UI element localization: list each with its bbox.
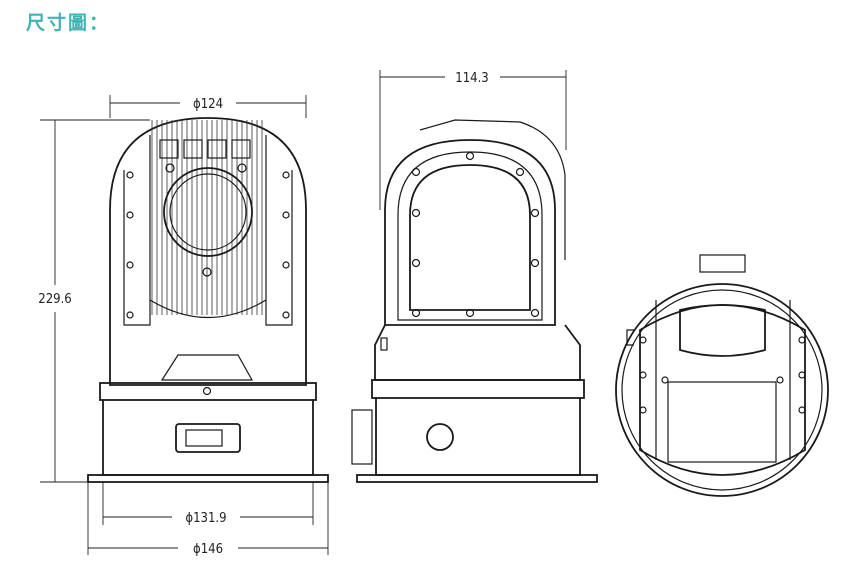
front-window-inner bbox=[185, 429, 223, 447]
front-screw-hole bbox=[165, 163, 175, 173]
front-head-outline bbox=[109, 117, 307, 325]
side-window bbox=[409, 164, 531, 311]
front-screw-hole bbox=[126, 211, 134, 219]
front-handle bbox=[160, 354, 254, 381]
height-dimension: 229.6 bbox=[38, 119, 150, 483]
side-screw-hole bbox=[411, 308, 421, 318]
side-screw-hole bbox=[530, 308, 540, 318]
front-screw-hole bbox=[282, 261, 290, 269]
bottom-side-tab bbox=[626, 329, 634, 346]
side-head-inner bbox=[397, 151, 543, 321]
side-view bbox=[351, 119, 598, 483]
front-heatsink-outline bbox=[149, 135, 267, 319]
front-screw-hole bbox=[126, 261, 134, 269]
page-title: 尺寸圖： bbox=[26, 12, 111, 34]
bottom-heatsink bbox=[667, 381, 777, 463]
front-screw-hole bbox=[126, 311, 134, 319]
side-flange bbox=[356, 474, 598, 483]
front-flange bbox=[87, 474, 329, 483]
side-depth-label: 114.3 bbox=[455, 71, 488, 86]
front-vent-slot bbox=[183, 139, 203, 159]
bottom-screw-hole bbox=[798, 336, 806, 344]
bottom-screw-holes bbox=[639, 336, 806, 414]
base-inner-label: ϕ131.9 bbox=[185, 511, 226, 526]
front-screw-hole bbox=[202, 386, 212, 396]
bottom-outer-ring bbox=[615, 283, 829, 497]
bottom-screw-hole bbox=[798, 371, 806, 379]
bottom-screw-hole bbox=[639, 406, 647, 414]
bottom-head-outline bbox=[639, 304, 806, 476]
front-right-arm bbox=[265, 170, 293, 326]
front-lens bbox=[169, 173, 247, 251]
side-base bbox=[375, 398, 581, 476]
base-outer-dimension: ϕ146 bbox=[87, 482, 329, 557]
bottom-screw-hole bbox=[661, 376, 669, 384]
bottom-screw-hole bbox=[639, 336, 647, 344]
side-neck bbox=[374, 324, 581, 381]
front-base bbox=[102, 400, 314, 476]
bottom-view bbox=[615, 254, 829, 497]
front-vent-slot bbox=[207, 139, 227, 159]
side-screw-hole bbox=[530, 258, 540, 268]
side-screw-hole bbox=[515, 167, 525, 177]
front-width-label: ϕ124 bbox=[193, 97, 223, 112]
side-screw-hole bbox=[465, 151, 475, 161]
front-window bbox=[175, 423, 241, 453]
side-port bbox=[426, 423, 454, 451]
front-vent-slot bbox=[231, 139, 251, 159]
side-screw-hole bbox=[465, 308, 475, 318]
front-screw-hole bbox=[282, 171, 290, 179]
side-head-outline bbox=[384, 139, 556, 326]
side-screw-holes bbox=[411, 151, 540, 318]
front-left-arm bbox=[123, 170, 151, 326]
side-base-ring bbox=[371, 379, 585, 399]
front-screw-hole bbox=[282, 211, 290, 219]
front-screw-hole bbox=[126, 171, 134, 179]
side-rear-fins bbox=[419, 119, 566, 260]
bottom-screw-hole bbox=[798, 406, 806, 414]
side-screw-hole bbox=[411, 208, 421, 218]
bottom-handle bbox=[679, 304, 766, 357]
bottom-view-knob bbox=[699, 254, 746, 273]
front-vent-slot bbox=[159, 139, 179, 159]
bottom-screw-hole bbox=[776, 376, 784, 384]
bottom-arm-lines bbox=[655, 300, 791, 460]
height-label: 229.6 bbox=[38, 292, 71, 307]
bottom-screw-hole bbox=[639, 371, 647, 379]
side-depth-dimension: 114.3 bbox=[379, 70, 567, 210]
side-screw-hole bbox=[411, 167, 421, 177]
side-screw-hole bbox=[530, 208, 540, 218]
side-screw-hole bbox=[411, 258, 421, 268]
base-inner-dimension: ϕ131.9 bbox=[102, 482, 314, 526]
front-width-dimension: ϕ124 bbox=[109, 95, 307, 118]
front-screw-hole bbox=[237, 163, 247, 173]
front-neck bbox=[109, 325, 307, 386]
front-arm-screw-holes bbox=[126, 171, 290, 319]
front-lens-ring bbox=[163, 167, 253, 257]
bottom-inner-ring bbox=[621, 289, 823, 491]
front-base-ring bbox=[99, 382, 317, 401]
front-screw-hole bbox=[282, 311, 290, 319]
front-screw-hole bbox=[202, 267, 212, 277]
front-view bbox=[87, 117, 329, 483]
side-connector-knob bbox=[351, 409, 373, 465]
base-outer-label: ϕ146 bbox=[193, 542, 223, 557]
side-neck-tab bbox=[380, 337, 388, 351]
